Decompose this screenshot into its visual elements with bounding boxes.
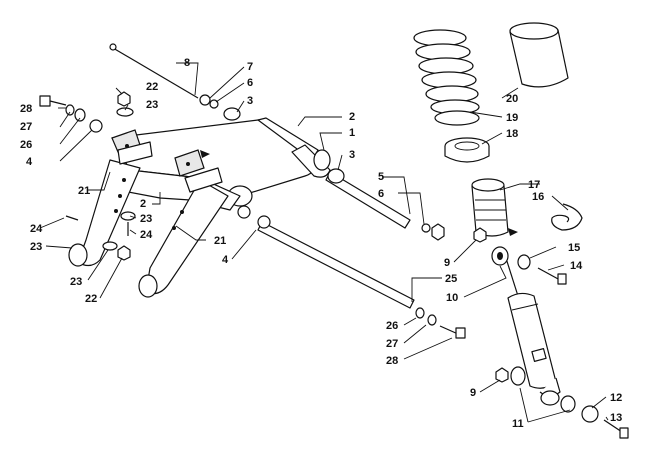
nut-9-upper [473, 227, 487, 243]
washer-23-mid [120, 211, 136, 221]
spring-retainer [444, 137, 490, 163]
washer-26-right [415, 307, 425, 319]
shock-absorber [491, 246, 561, 406]
callout-9-lower: 9 [470, 387, 476, 399]
bushing-3-right [327, 168, 345, 184]
callout-13: 13 [610, 412, 622, 424]
callout-16: 16 [532, 191, 544, 203]
callout-24-left: 24 [30, 223, 43, 235]
nut-22-lower [117, 245, 131, 261]
callout-18: 18 [506, 128, 518, 140]
bushing-3-upper [223, 107, 241, 121]
callout-15: 15 [568, 242, 580, 254]
shaft-5 [325, 171, 411, 229]
callout-26-right: 26 [386, 320, 398, 332]
callout-22-upper: 22 [146, 81, 158, 93]
bushing-4-left [89, 119, 103, 133]
callout-25: 25 [445, 273, 457, 285]
callout-11: 11 [512, 418, 524, 430]
nut-right [431, 223, 445, 241]
shaft-25 [257, 221, 415, 309]
bump-stop-boot [509, 22, 569, 88]
callout-labels: 8 7 6 3 2 1 3 28 27 26 4 22 23 21 2 23 2… [20, 57, 622, 430]
callout-5: 5 [378, 171, 384, 183]
callout-23-left: 23 [30, 241, 42, 253]
washer-7 [199, 94, 211, 106]
callout-24-mid: 24 [140, 229, 153, 241]
callout-27-right: 27 [386, 338, 398, 350]
callout-3-right: 3 [349, 149, 355, 161]
spring-clip [551, 203, 583, 231]
callout-26-left: 26 [20, 139, 32, 151]
callout-23-lower: 23 [70, 276, 82, 288]
callout-1: 1 [349, 127, 355, 139]
callout-8: 8 [184, 57, 190, 69]
callout-28-right: 28 [386, 355, 398, 367]
swing-arm-frame [68, 117, 518, 298]
leader-lines [39, 62, 609, 423]
bolt-28-right [439, 325, 466, 339]
callout-22-lower: 22 [85, 293, 97, 305]
callout-6-right: 6 [378, 188, 384, 200]
callout-2-upper: 2 [349, 111, 355, 123]
spacer-12 [560, 395, 576, 413]
nut-22-upper [117, 91, 131, 107]
callout-12: 12 [610, 392, 622, 404]
bolt-14 [537, 267, 567, 285]
callout-14: 14 [570, 260, 583, 272]
washer-27-right [427, 314, 437, 326]
callout-21-left: 21 [78, 185, 90, 197]
washer-26-left [74, 108, 86, 122]
callout-27-left: 27 [20, 121, 32, 133]
bushing-4-lower [257, 215, 271, 229]
callout-20: 20 [506, 93, 518, 105]
callout-23-mid: 23 [140, 213, 152, 225]
washer-23-upper [116, 107, 134, 117]
callout-6-upper: 6 [247, 77, 253, 89]
bolt-28-left [39, 95, 67, 107]
callout-17: 17 [528, 179, 540, 191]
coil-spring [413, 29, 480, 126]
washer-23-lower [102, 241, 118, 251]
washer-27-left [65, 104, 75, 116]
callout-23-upper: 23 [146, 99, 158, 111]
callout-10: 10 [446, 292, 458, 304]
callout-9-upper: 9 [444, 257, 450, 269]
callout-3-upper: 3 [247, 95, 253, 107]
callout-4-lower: 4 [222, 254, 229, 266]
long-bolt-8 [109, 43, 199, 99]
callout-2-lower: 2 [140, 198, 146, 210]
callout-28-left: 28 [20, 103, 32, 115]
bump-stop [471, 178, 509, 237]
callout-21-right: 21 [214, 235, 226, 247]
nut-9-lower [495, 367, 509, 383]
bushing-4-mid [237, 205, 251, 219]
callout-4-left: 4 [26, 156, 33, 168]
bushing-15 [517, 254, 531, 270]
washer-6-right [421, 223, 431, 233]
bolt-24-left [65, 215, 79, 221]
bolt-13 [603, 419, 629, 439]
bushing-11 [510, 366, 526, 386]
callout-7: 7 [247, 61, 253, 73]
callout-19: 19 [506, 112, 518, 124]
spacer-12b [581, 405, 599, 423]
